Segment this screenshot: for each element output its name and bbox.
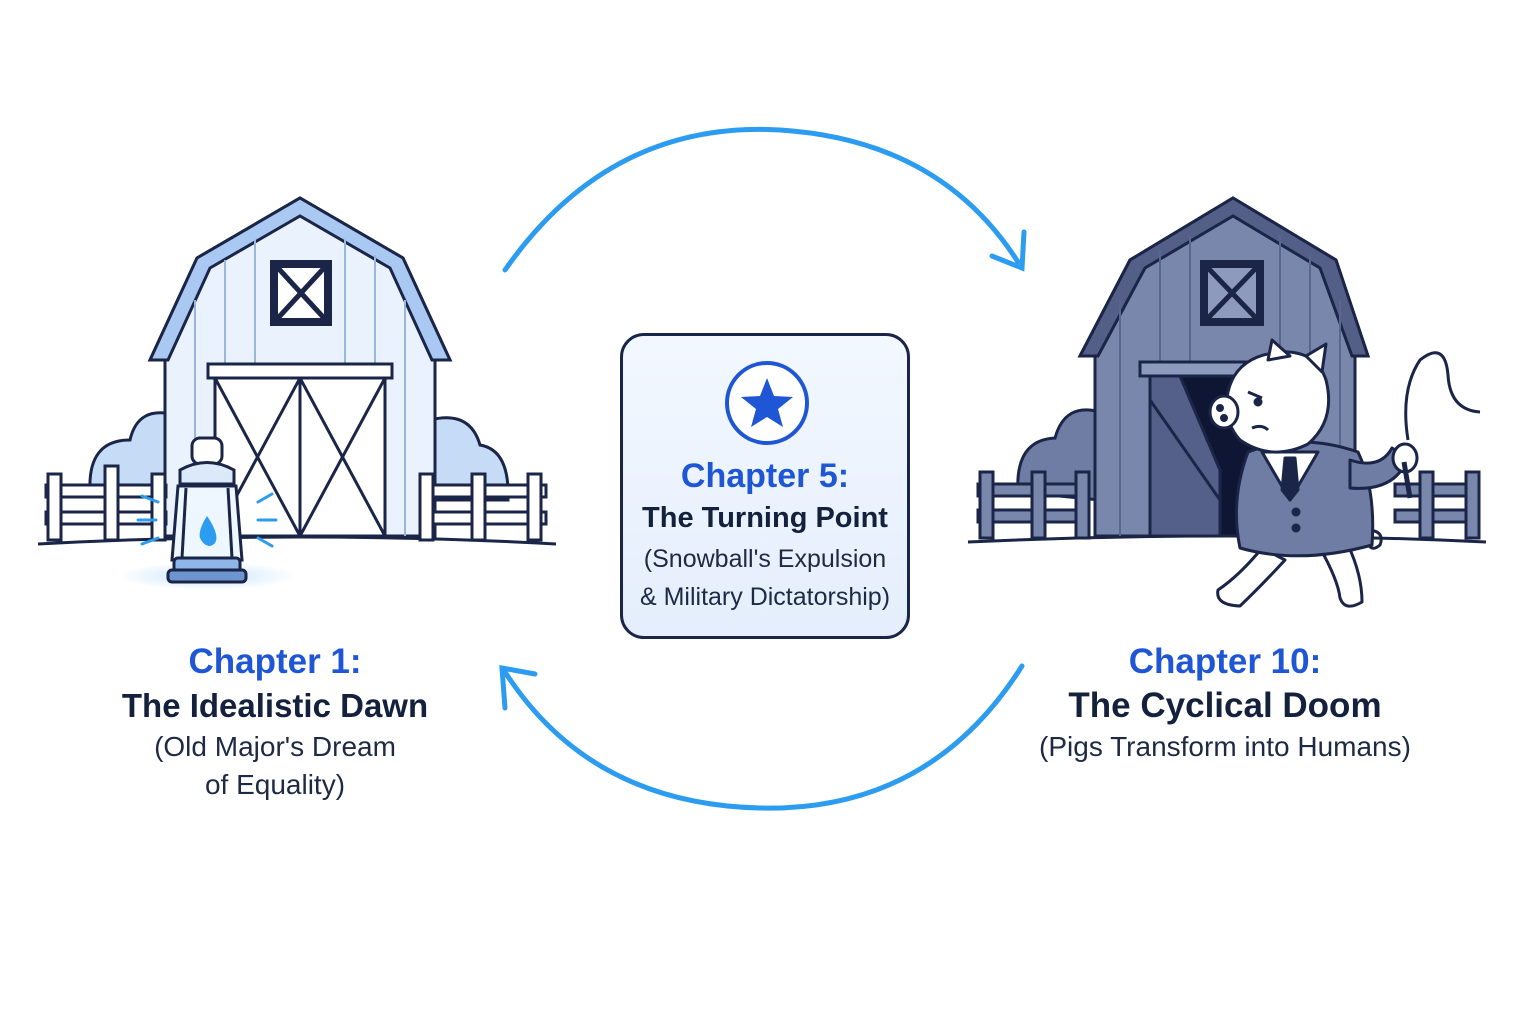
stage-subtitle-line1: (Pigs Transform into Humans)	[1039, 731, 1411, 762]
fence-icon	[976, 470, 1481, 540]
stage-subtitle-line1: (Old Major's Dream	[154, 731, 396, 762]
arrow-top	[502, 126, 1021, 273]
stage-title: The Cyclical Doom	[1068, 686, 1382, 725]
arrow-bottom	[502, 663, 1025, 811]
cycle-arrows	[499, 126, 1027, 811]
chapter-heading: Chapter 5:	[680, 457, 850, 495]
stage-title: The Idealistic Dawn	[121, 687, 429, 724]
stage-subtitle-line2: & Military Dictatorship)	[639, 583, 891, 611]
chapter-heading: Chapter 1:	[188, 642, 362, 681]
arrow-bottom-head	[499, 664, 538, 711]
stage-subtitle-line2: of Equality)	[204, 769, 346, 800]
light-barn-icon	[147, 196, 453, 538]
stage-label-chapter-1: Chapter 1: The Idealistic Dawn (Old Majo…	[80, 640, 470, 804]
chapter-heading: Chapter 10:	[1128, 642, 1322, 681]
star-icon	[725, 361, 809, 445]
fence-icon	[44, 464, 548, 542]
stage-title: The Turning Point	[642, 502, 888, 534]
stage-subtitle-line1: (Snowball's Expulsion	[643, 545, 887, 573]
lantern-icon	[117, 436, 297, 590]
light-barn-scene	[37, 196, 557, 590]
stage-label-chapter-10: Chapter 10: The Cyclical Doom (Pigs Tran…	[1010, 640, 1440, 766]
dark-barn-scene	[967, 196, 1487, 608]
stage-card-chapter-5: Chapter 5: The Turning Point (Snowball's…	[620, 333, 910, 639]
arrow-top-head	[989, 229, 1027, 272]
pig-in-suit-with-whip-icon	[1208, 338, 1481, 608]
